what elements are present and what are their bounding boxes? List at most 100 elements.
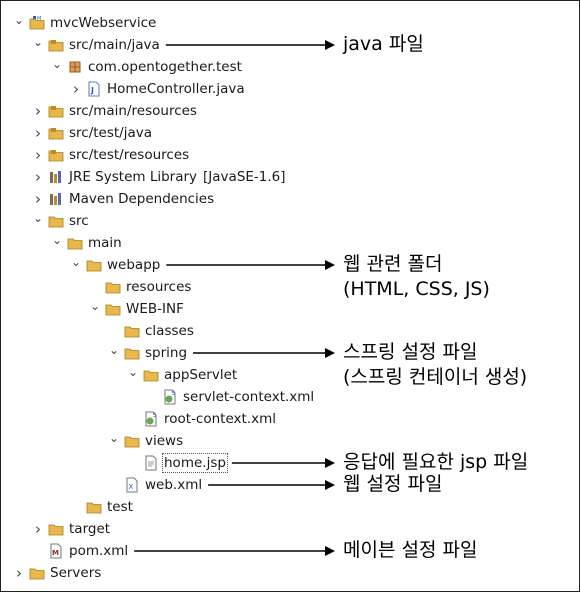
annotation-arrow-head (325, 348, 335, 358)
chevron-right-icon[interactable]: › (35, 146, 41, 164)
annotation-arrow-head (325, 40, 335, 50)
tree-label-decoration: [JavaSE-1.6] (203, 169, 286, 185)
tree-label: mvcWebservice (50, 15, 157, 31)
folder-icon (86, 499, 102, 515)
annotation-java-files: java 파일 (343, 32, 424, 57)
chevron-right-icon[interactable]: › (35, 102, 41, 120)
folder-icon (124, 345, 140, 361)
annotation-arrow-head (325, 458, 335, 468)
tree-label: appServlet (164, 367, 238, 383)
tree-row-folder-appservlet[interactable]: ⌄ appServlet (1, 364, 455, 386)
tree-row-folder-web-inf[interactable]: ⌄WEB-INF (1, 298, 417, 320)
library-icon (48, 169, 64, 185)
annotation-web-folder: 웹 관련 폴더(HTML, CSS, JS) (343, 252, 490, 302)
tree-row-folder-src[interactable]: ⌄ src (1, 210, 360, 232)
tree-label: web.xml (145, 477, 203, 493)
chevron-down-icon[interactable]: ⌄ (32, 211, 44, 225)
annotation-arrow-head (325, 546, 335, 556)
svg-text:M: M (52, 549, 59, 557)
tree-label: src/test/resources (69, 147, 190, 163)
chevron-down-icon[interactable]: ⌄ (32, 35, 44, 49)
folder-icon (143, 367, 159, 383)
folder-icon (48, 521, 64, 537)
chevron-down-icon[interactable]: ⌄ (13, 13, 25, 27)
tree-label: src/main/java (69, 37, 160, 53)
folder-icon (67, 235, 83, 251)
tree-row-folder-src-test-resources[interactable]: › src/test/resources (1, 144, 360, 166)
tree-label: views (145, 433, 184, 449)
svg-text:J: J (90, 86, 94, 95)
tree-row-project-servers[interactable]: ›Servers (1, 562, 341, 584)
tree-row-folder-views[interactable]: ⌄ views (1, 430, 436, 452)
annotation-jsp-files: 응답에 필요한 jsp 파일 (343, 450, 528, 475)
tree-label: target (69, 521, 111, 537)
annotation-line: 스프링 설정 파일 (343, 341, 478, 363)
tree-label: resources (126, 279, 192, 295)
tree-row-file-home-jsp[interactable]: ›home.jsp (1, 452, 455, 474)
chevron-down-icon[interactable]: ⌄ (70, 255, 82, 269)
folder-icon (86, 257, 102, 273)
tree-row-lib-jre-system[interactable]: › JRE System Library [JavaSE-1.6] (1, 166, 360, 188)
tree-row-folder-resources[interactable]: ›resources (1, 276, 417, 298)
tree-label: home.jsp (162, 453, 228, 473)
package-icon (67, 59, 83, 75)
tree-row-package-com-opentogether-test[interactable]: ⌄com.opentogether.test (1, 56, 379, 78)
tree-label: webapp (107, 257, 161, 273)
tree-row-lib-maven-dependencies[interactable]: › Maven Dependencies (1, 188, 360, 210)
tree-row-file-homecontroller-java[interactable]: › J HomeController.java (1, 78, 398, 100)
source-folder-icon (48, 37, 64, 53)
chevron-down-icon[interactable]: ⌄ (108, 431, 120, 445)
annotation-spring-config: 스프링 설정 파일 (스프링 컨테이너 생성) (343, 340, 527, 390)
chevron-right-icon[interactable]: › (35, 190, 41, 208)
tree-label: classes (145, 323, 194, 339)
source-folder-icon (48, 147, 64, 163)
tree-row-folder-classes[interactable]: ›classes (1, 320, 436, 342)
maven-pom-icon: M (48, 543, 64, 559)
tree-label: root-context.xml (164, 411, 277, 427)
chevron-right-icon[interactable]: › (35, 520, 41, 538)
spring-xml-icon: S (162, 389, 178, 405)
tree-label: main (88, 235, 122, 251)
chevron-right-icon[interactable]: › (73, 80, 79, 98)
chevron-down-icon[interactable]: ⌄ (89, 299, 101, 313)
chevron-right-icon[interactable]: › (35, 124, 41, 142)
chevron-down-icon[interactable]: ⌄ (51, 57, 63, 71)
tree-row-folder-target[interactable]: › target (1, 518, 360, 540)
tree-row-folder-src-test-java[interactable]: ›src/test/java (1, 122, 360, 144)
annotation-line: 웹 설정 파일 (343, 473, 443, 495)
tree-row-folder-webapp[interactable]: ⌄ webapp (1, 254, 398, 276)
xml-file-icon: X (124, 477, 140, 493)
chevron-down-icon[interactable]: ⌄ (127, 365, 139, 379)
tree-label: Maven Dependencies (69, 191, 215, 207)
chevron-down-icon[interactable]: ⌄ (108, 343, 120, 357)
tree-row-folder-main[interactable]: ⌄ main (1, 232, 379, 254)
tree-label: HomeController.java (107, 81, 245, 97)
tree-row-folder-src-main-resources[interactable]: ›src/main/resources (1, 100, 360, 122)
svg-text:M: M (37, 16, 41, 22)
folder-icon (124, 433, 140, 449)
tree-label: JRE System Library (69, 169, 198, 185)
svg-text:S: S (153, 412, 157, 419)
tree-label: src (69, 213, 89, 229)
svg-text:S: S (172, 390, 176, 397)
folder-icon (48, 213, 64, 229)
tree-row-folder-test[interactable]: ›test (1, 496, 398, 518)
annotation-line: 메이븐 설정 파일 (343, 539, 478, 561)
chevron-right-icon[interactable]: › (16, 564, 22, 582)
annotation-arrow-head (325, 480, 335, 490)
tree-row-folder-src-main-java[interactable]: ⌄ src/main/java (1, 34, 360, 56)
folder-icon (124, 323, 140, 339)
tree-label: pom.xml (69, 543, 129, 559)
chevron-right-icon[interactable]: › (35, 168, 41, 186)
tree-row-folder-spring[interactable]: ⌄spring (1, 342, 436, 364)
annotation-maven-config: 메이븐 설정 파일 (343, 538, 477, 563)
annotation-line: (스프링 컨테이너 생성) (343, 366, 528, 388)
java-file-icon: J (86, 81, 102, 97)
chevron-down-icon[interactable]: ⌄ (51, 233, 63, 247)
